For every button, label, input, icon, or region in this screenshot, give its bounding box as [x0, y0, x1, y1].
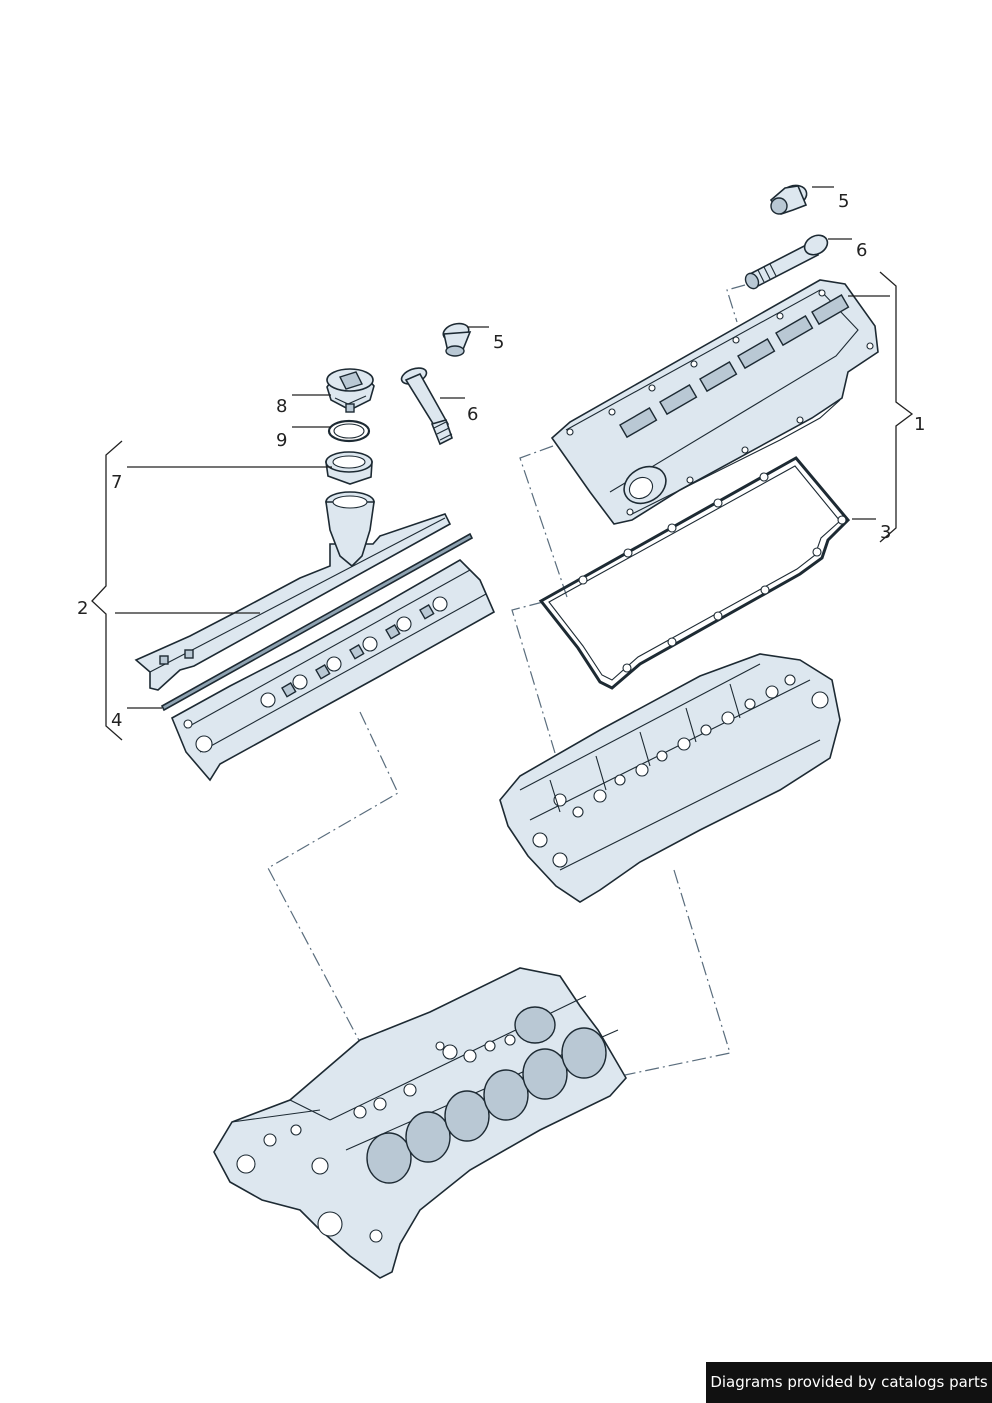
cylinder-bores: [366, 1006, 607, 1184]
callout-7: 7: [111, 472, 122, 493]
oil-filler-neck-right: [623, 465, 667, 505]
seal-ring[interactable]: [327, 419, 371, 443]
callout-3: 3: [880, 522, 891, 543]
cover-gasket-right[interactable]: [538, 456, 851, 690]
callout-6-top: 6: [856, 240, 867, 261]
cover-gasket-left[interactable]: [160, 532, 474, 712]
plug-upper-right[interactable]: [769, 182, 810, 215]
cover-cam-windows: [619, 294, 850, 439]
left-head-ports: [183, 596, 448, 753]
cylinder-head-left[interactable]: [170, 559, 496, 782]
bolt-upper-right[interactable]: [743, 231, 831, 290]
callout-2: 2: [77, 598, 88, 619]
plug-middle[interactable]: [441, 321, 472, 357]
right-head-valve-gear: [532, 674, 829, 868]
bolt-middle[interactable]: [399, 365, 453, 446]
callout-4: 4: [111, 710, 122, 731]
cover-bolt-holes: [566, 289, 874, 516]
cylinder-head-cover-right[interactable]: [550, 279, 879, 525]
callout-5-middle: 5: [493, 332, 504, 353]
callout-labels: 5 6 5 6 8 9 7 2 4 1 3: [77, 191, 925, 731]
block-small-holes: [236, 1034, 516, 1243]
alignment-lines: [267, 284, 746, 1076]
cylinder-head-cover-left[interactable]: [134, 491, 452, 691]
oil-filler-cap[interactable]: [326, 368, 375, 413]
callout-1: 1: [914, 414, 925, 435]
cylinder-block[interactable]: [213, 967, 627, 1279]
gasket-bolt-holes: [578, 472, 847, 673]
callout-6-middle: 6: [467, 404, 478, 425]
callout-9: 9: [276, 430, 287, 451]
callout-8: 8: [276, 396, 287, 417]
cylinder-head-right[interactable]: [499, 653, 841, 903]
callout-5-top: 5: [838, 191, 849, 212]
diagram-credit-banner: Diagrams provided by catalogs parts: [706, 1362, 992, 1403]
leader-lines: [91, 186, 914, 741]
filler-neck-ring[interactable]: [325, 451, 373, 485]
